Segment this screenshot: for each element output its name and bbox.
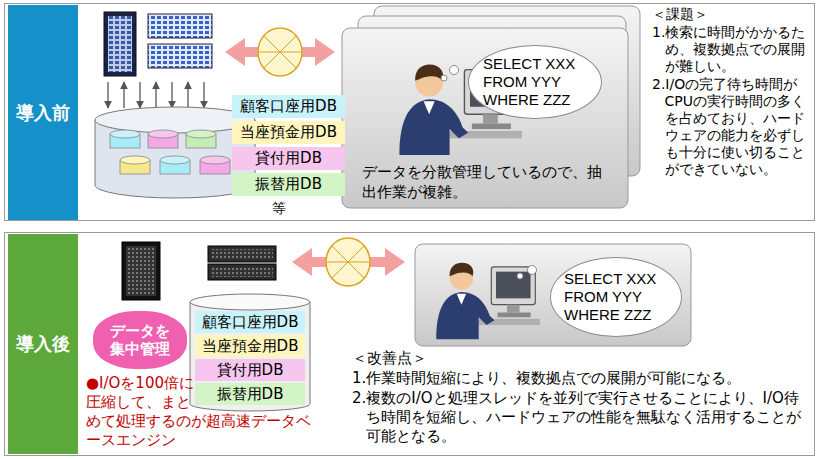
node-text: 導入前	[16, 101, 70, 125]
illustration-part	[126, 246, 156, 296]
text-label: 等	[272, 199, 302, 217]
node-text: 当座預金用DB	[240, 123, 337, 142]
text-label: データを分散管理しているので、抽出作業が複雑。	[362, 162, 614, 202]
label-text: 1.検索に時間がかかるため、複数拠点での展開が難しい。	[652, 24, 812, 75]
illustration-part	[258, 28, 302, 76]
text-label: 1.作業時間短縮により、複数拠点での展開が可能になる。	[352, 369, 808, 388]
node-text: 振替用DB	[255, 175, 322, 194]
label-text: 2.I/Oの完了待ち時間がCPUの実行時間の多くを占めており、ハードウェアの能力…	[652, 76, 812, 178]
illustration-part	[517, 273, 523, 279]
illustration-part	[211, 267, 273, 277]
db-node: 当座預金用DB	[195, 335, 305, 357]
illustration-part	[5, 4, 815, 221]
bubble-node: SELECT XXX FROM YYY WHERE ZZZ	[468, 45, 602, 119]
text-label: 2.I/Oの完了待ち時間がCPUの実行時間の多くを占めており、ハードウェアの能力…	[652, 76, 812, 178]
illustration-part	[139, 82, 140, 108]
label-text: ●I/Oを100倍に圧縮して、まとめて処理するのが超高速データベースエンジン	[86, 374, 311, 449]
db-node: 貸付用DB	[195, 359, 305, 381]
node-text: 貸付用DB	[255, 149, 322, 168]
illustration-part	[108, 16, 132, 72]
user-window-after	[415, 244, 691, 346]
illustration-part	[110, 130, 140, 138]
illustration-part	[160, 156, 190, 164]
band-node: 導入後	[8, 234, 78, 454]
illustration-part	[326, 246, 370, 278]
illustration-part	[203, 82, 204, 108]
text-label: ●I/Oを100倍に圧縮して、まとめて処理するのが超高速データベースエンジン	[86, 374, 322, 450]
database-before	[95, 107, 255, 198]
illustration-part	[208, 246, 276, 262]
band-node: 導入前	[8, 5, 78, 220]
illustration-part	[415, 244, 691, 346]
illustration-part	[450, 66, 459, 75]
db-node: 振替用DB	[195, 383, 305, 405]
label-text: 等	[272, 200, 286, 216]
illustration-part	[326, 238, 370, 286]
illustration-part	[190, 302, 310, 411]
node-text: 当座預金用DB	[202, 337, 299, 356]
io-arrows	[108, 82, 204, 108]
illustration-part	[107, 82, 108, 108]
illustration-part	[95, 120, 255, 198]
db-node: 顧客口座用DB	[232, 95, 345, 118]
label-text: 2.複数のI/Oと処理スレッドを並列で実行させることにより、I/O待ち時間を短縮…	[352, 389, 808, 446]
illustration-part	[171, 82, 172, 108]
text-label: ＜改善点＞	[352, 349, 808, 368]
illustration-part	[155, 82, 156, 108]
servers-after	[122, 242, 276, 300]
illustration-part	[110, 130, 230, 174]
cloud-node: データを集中管理	[93, 311, 187, 369]
illustration-part	[211, 249, 273, 259]
illustration-part	[187, 82, 188, 108]
db-node: 当座預金用DB	[232, 121, 345, 144]
illustration-part	[441, 75, 447, 81]
database-after	[190, 294, 310, 411]
label-text: 1.作業時間短縮により、複数拠点での展開が可能になる。	[352, 369, 808, 388]
illustration-part	[148, 14, 212, 38]
illustration-part	[258, 36, 302, 68]
label-text: ＜改善点＞	[352, 349, 427, 367]
illustration-part	[528, 266, 537, 275]
servers-before	[104, 12, 212, 76]
wrap-spacer	[194, 374, 322, 412]
user-windows-before	[342, 6, 640, 208]
illustration-part	[208, 264, 276, 280]
illustration-part	[8, 5, 78, 220]
node-text: 顧客口座用DB	[202, 313, 299, 332]
illustration-part	[190, 294, 310, 310]
db-node: 顧客口座用DB	[195, 311, 305, 333]
illustration-part	[186, 130, 216, 138]
text-label: ＜課題＞	[652, 6, 812, 23]
illustration-part	[5, 233, 815, 456]
illustration-part	[95, 107, 255, 133]
text-label: 1.検索に時間がかかるため、複数拠点での展開が難しい。	[652, 24, 812, 75]
illustration-part	[342, 28, 628, 208]
db-node: 貸付用DB	[232, 147, 345, 170]
db-node: 振替用DB	[232, 173, 345, 196]
text-label: 2.複数のI/Oと処理スレッドを並列で実行させることにより、I/O待ち時間を短縮…	[352, 389, 808, 446]
label-text: データを分散管理しているので、抽出作業が複雑。	[362, 163, 602, 201]
network-link-after	[292, 238, 405, 286]
illustration-part	[148, 44, 212, 68]
illustration-part	[148, 130, 178, 138]
illustration-part	[122, 242, 160, 300]
node-text: 貸付用DB	[217, 361, 284, 380]
illustration-part	[436, 263, 540, 340]
node-text: 振替用DB	[217, 385, 284, 404]
label-text: ＜課題＞	[652, 6, 708, 22]
node-text: SELECT XXX FROM YYY WHERE ZZZ	[483, 55, 587, 109]
illustration-part	[120, 156, 150, 164]
node-text: 顧客口座用DB	[240, 97, 337, 116]
illustration-part	[8, 234, 78, 454]
illustration-part	[123, 82, 124, 108]
illustration-part	[104, 12, 136, 76]
panel-frames	[5, 4, 815, 456]
node-text: 導入後	[16, 332, 70, 356]
node-text: SELECT XXX FROM YYY WHERE ZZZ	[564, 270, 668, 324]
network-link-before	[225, 28, 335, 76]
node-text: データを集中管理	[110, 322, 171, 358]
illustration-part	[200, 156, 230, 164]
bubble-node: SELECT XXX FROM YYY WHERE ZZZ	[550, 257, 682, 337]
